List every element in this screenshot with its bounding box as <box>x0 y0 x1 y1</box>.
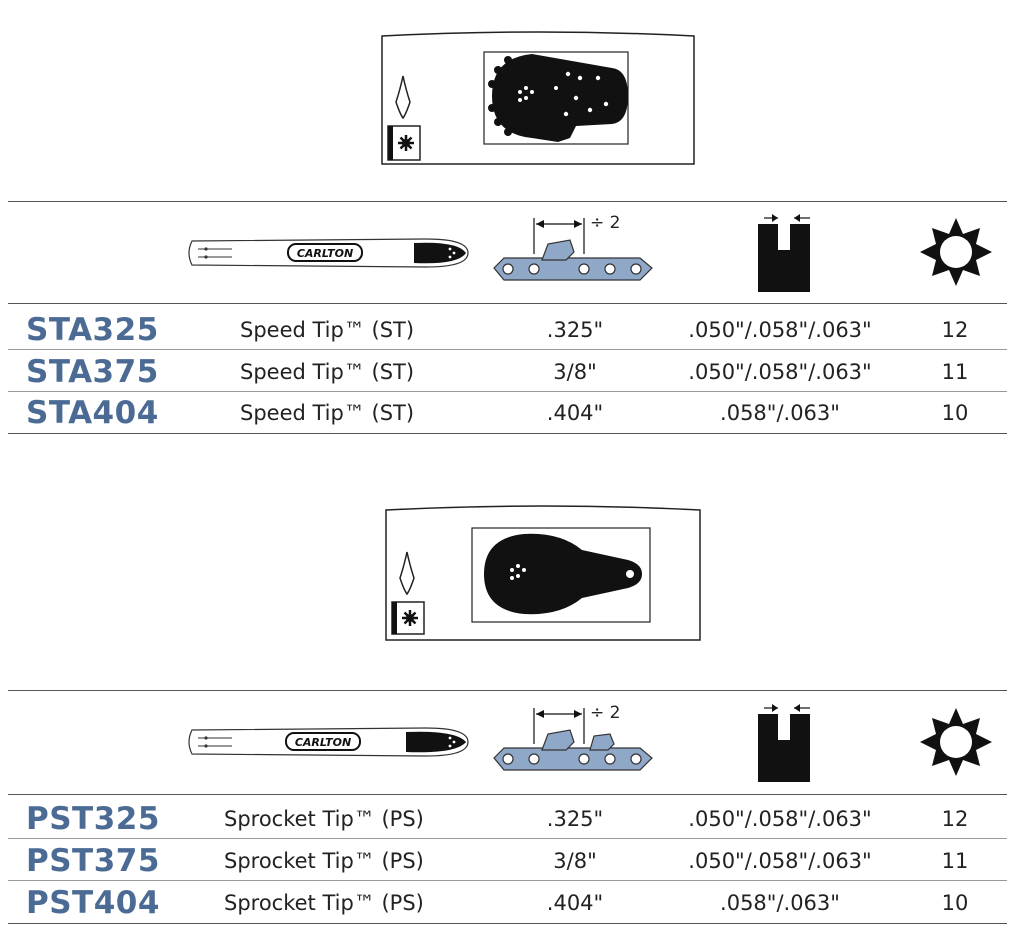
gauge-value: .050"/.058"/.063" <box>688 849 872 873</box>
model-name: Speed Tip™ (ST) <box>240 401 415 425</box>
gauge-value: .058"/.063" <box>720 891 840 915</box>
bar-brand-label: CARLTON <box>297 247 353 260</box>
sprocket-teeth-icon <box>920 218 992 286</box>
pitch-value: 3/8" <box>553 849 597 873</box>
model-name: Sprocket Tip™ (PS) <box>224 891 424 915</box>
model-name: Sprocket Tip™ (PS) <box>224 849 424 873</box>
chain-pitch-icon: ÷ 2 <box>493 213 653 281</box>
bar-tip-diagram <box>385 505 701 641</box>
model-code: STA325 <box>26 312 159 348</box>
bar-outline-icon <box>395 75 411 120</box>
sprocket-teeth-icon <box>920 708 992 776</box>
teeth-value: 12 <box>941 318 969 342</box>
bar-tip-diagram <box>381 31 695 165</box>
gauge-value: .058"/.063" <box>720 401 840 425</box>
teeth-value: 12 <box>941 807 969 831</box>
gauge-value: .050"/.058"/.063" <box>688 360 872 384</box>
pitch-divisor-label: ÷ 2 <box>590 703 620 723</box>
sprocket-small-icon <box>387 125 421 161</box>
gauge-value: .050"/.058"/.063" <box>688 318 872 342</box>
model-code: STA375 <box>26 354 159 390</box>
teeth-value: 10 <box>941 891 969 915</box>
model-name: Sprocket Tip™ (PS) <box>224 807 424 831</box>
guide-bar-icon: CARLTON <box>188 727 469 757</box>
teeth-value: 10 <box>941 401 969 425</box>
gauge-groove-icon <box>758 704 810 782</box>
model-code: STA404 <box>26 395 159 431</box>
guide-bar-icon: CARLTON <box>188 238 469 268</box>
gauge-value: .050"/.058"/.063" <box>688 807 872 831</box>
teeth-value: 11 <box>941 360 969 384</box>
bar-brand-label: CARLTON <box>295 736 351 749</box>
bar-outline-icon <box>399 551 415 596</box>
gauge-groove-icon <box>758 214 810 292</box>
sprocket-small-icon <box>391 601 425 635</box>
model-code: PST325 <box>26 801 160 837</box>
pitch-divisor-label: ÷ 2 <box>590 213 620 233</box>
teeth-value: 11 <box>941 849 969 873</box>
model-name: Speed Tip™ (ST) <box>240 318 415 342</box>
pitch-value: .325" <box>546 318 604 342</box>
pitch-value: .404" <box>546 401 604 425</box>
chain-pitch-icon: ÷ 2 <box>493 703 653 771</box>
model-code: PST404 <box>26 885 160 921</box>
pitch-value: 3/8" <box>553 360 597 384</box>
pitch-value: .325" <box>546 807 604 831</box>
model-code: PST375 <box>26 843 160 879</box>
pitch-value: .404" <box>546 891 604 915</box>
model-name: Speed Tip™ (ST) <box>240 360 415 384</box>
